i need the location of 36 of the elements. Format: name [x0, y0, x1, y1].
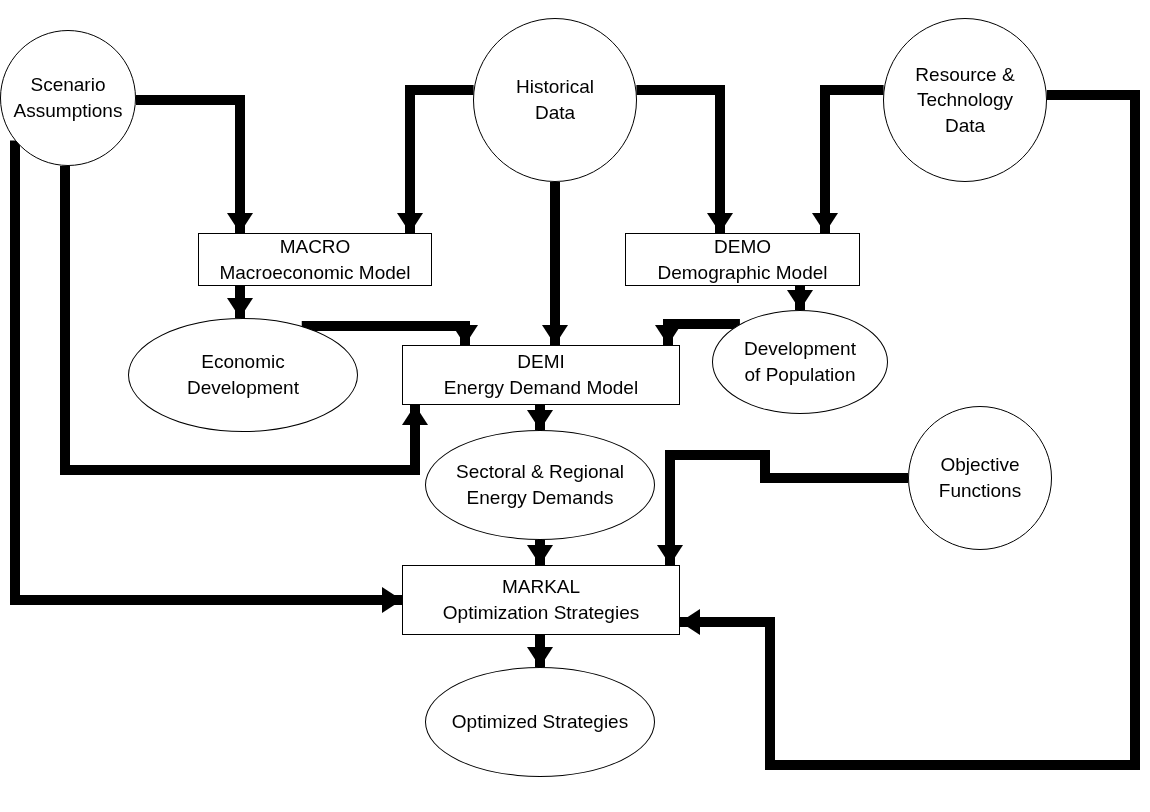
flow-arrow	[680, 90, 1140, 770]
node-label: Resource & Technology Data	[914, 62, 1016, 138]
flow-arrow	[655, 319, 740, 345]
node-label: Objective Functions	[937, 453, 1023, 503]
model-name: DEMI	[517, 350, 565, 375]
flow-arrow	[542, 182, 568, 345]
model-box	[402, 565, 680, 635]
node-label: Energy Demand Model	[443, 376, 639, 400]
node-label: Optimization Strategies	[442, 601, 640, 625]
flow-arrow	[397, 85, 474, 233]
node-label: Macroeconomic Model	[219, 260, 411, 285]
model-box	[625, 233, 860, 286]
node-label: Development of Population	[743, 337, 857, 387]
flow-arrow	[812, 85, 884, 233]
model-box	[402, 345, 680, 405]
flow-arrow	[527, 405, 553, 430]
flow-arrow	[60, 165, 428, 475]
node-label: Economic Development	[186, 350, 300, 400]
flow-arrow	[636, 85, 733, 233]
node-label: Scenario Assumptions	[12, 73, 124, 123]
flow-arrow	[657, 450, 908, 565]
model-box	[198, 233, 432, 286]
flow-arrow	[135, 95, 253, 233]
model-name: DEMO	[714, 234, 771, 259]
model-name: MACRO	[279, 234, 351, 259]
flow-arrow	[227, 286, 253, 318]
flow-arrow	[527, 635, 553, 667]
flow-arrow	[787, 286, 813, 310]
flow-arrow	[10, 140, 402, 613]
node-label: Sectoral & Regional Energy Demands	[455, 460, 625, 510]
node-label: Optimized Strategies	[451, 710, 629, 735]
flow-arrow	[527, 540, 553, 565]
model-name: MARKAL	[501, 575, 581, 600]
node-label: Historical Data	[514, 75, 596, 125]
node-label: Demographic Model	[657, 260, 828, 285]
flow-arrow	[301, 321, 478, 345]
